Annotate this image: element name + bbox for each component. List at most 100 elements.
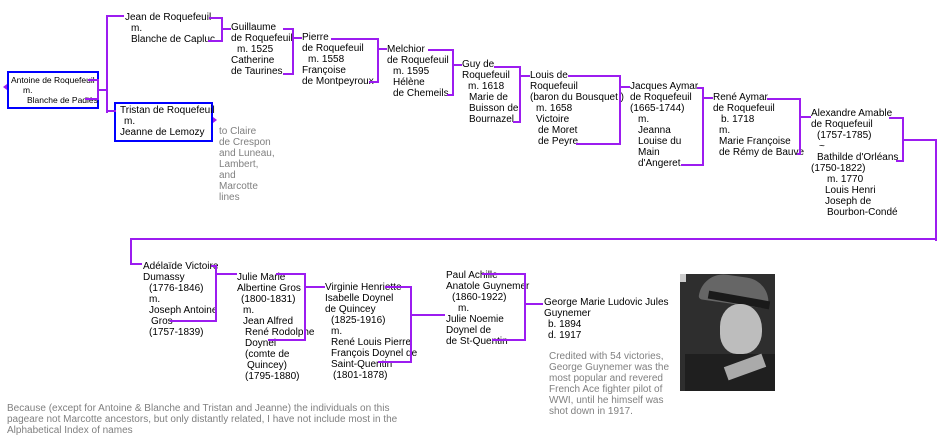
- connector-line: [106, 15, 124, 17]
- connector-line: [410, 286, 412, 363]
- connector-line: [276, 273, 306, 275]
- person-line: George Marie Ludovic Jules: [544, 297, 669, 308]
- person-line: Bourbon-Condé: [827, 207, 898, 218]
- connector-line: [452, 49, 454, 96]
- person-line: (1801-1878): [333, 370, 388, 381]
- person-line: m.: [331, 326, 343, 337]
- note-line: George Guynemer was the: [549, 362, 670, 373]
- person-line: Antoine de Roquefeuil: [11, 75, 95, 85]
- person-line: Anatole Guynemer: [446, 281, 530, 292]
- person-line: m.: [124, 116, 136, 127]
- note-line: Alphabetical Index of names: [7, 425, 133, 436]
- connector-line: [702, 97, 713, 99]
- connector-line: [576, 143, 621, 145]
- person-line: de Roquefeuil: [302, 43, 364, 54]
- person-line: Jean de Roquefeuil: [125, 12, 212, 23]
- left-arrow-icon[interactable]: [3, 84, 7, 90]
- person-line: de St-Quentin: [446, 336, 508, 347]
- connector-line: [896, 160, 904, 162]
- person-line: Isabelle Doynel: [325, 293, 394, 304]
- connector-line: [215, 265, 217, 322]
- note-line: and: [219, 170, 236, 181]
- connector-line: [97, 89, 108, 91]
- connector-line: [902, 139, 937, 141]
- person-line: m. 1595: [393, 66, 430, 77]
- person-line: ~: [819, 141, 825, 152]
- person-line: Roquefeuil: [530, 81, 578, 92]
- person-line: Dumassy: [143, 272, 185, 283]
- connector-line: [292, 37, 302, 39]
- person-line: Louise du: [638, 136, 682, 147]
- person-line: de Moret: [538, 125, 578, 136]
- connector-line: [568, 75, 621, 77]
- connector-line: [211, 265, 217, 267]
- connector-line: [88, 79, 99, 81]
- note-line: Lambert,: [219, 159, 259, 170]
- connector-line: [428, 49, 454, 51]
- person-line: Virginie Henriette: [325, 282, 402, 293]
- person-line: m.: [149, 294, 161, 305]
- connector-line: [209, 17, 223, 19]
- connector-line: [797, 153, 801, 155]
- connector-line: [283, 73, 294, 75]
- connector-line: [215, 273, 237, 275]
- person-line: Melchior: [387, 44, 425, 55]
- person-line: Joseph de: [825, 196, 872, 207]
- person-line: (1750-1822): [811, 163, 866, 174]
- tristan-box[interactable]: [114, 102, 213, 142]
- person-line: Julie Marie: [237, 272, 286, 283]
- person-line: (1776-1846): [149, 283, 204, 294]
- note-line: Marcotte: [219, 181, 258, 192]
- connector-line: [524, 273, 526, 341]
- right-arrow-icon[interactable]: [213, 117, 217, 123]
- connector-line: [452, 64, 462, 66]
- person-line: (comte de: [245, 349, 290, 360]
- connector-line: [697, 87, 704, 89]
- person-line: (1800-1831): [241, 294, 296, 305]
- person-line: de Peyre: [538, 136, 579, 147]
- person-line: Marie Françoise: [719, 136, 791, 147]
- person-line: de Chemeils: [393, 88, 449, 99]
- connector-line: [519, 75, 530, 77]
- connector-line: [619, 75, 621, 145]
- connector-line: [935, 139, 937, 241]
- person-line: Quincey): [247, 360, 288, 371]
- person-line: de Roquefeuil: [387, 55, 449, 66]
- person-line: Françoise: [302, 65, 346, 76]
- person-line: Jean Alfred: [243, 316, 294, 327]
- person-line: Julie Noemie: [446, 314, 504, 325]
- person-line: m. 1770: [827, 174, 864, 185]
- connector-line: [377, 38, 379, 83]
- person-line: m.: [131, 23, 143, 34]
- person-line: François Doynel de: [331, 348, 418, 359]
- person-line: Saint-Quentin: [331, 359, 393, 370]
- person-line: m. 1658: [536, 103, 573, 114]
- person-line: de Roquefeuil: [630, 92, 692, 103]
- person-line: de Roquefeuil: [713, 103, 775, 114]
- connector-line: [221, 28, 231, 30]
- connector-line: [767, 98, 801, 100]
- person-line: b. 1894: [548, 319, 582, 330]
- person-line: m. 1525: [237, 44, 274, 55]
- person-line: Catherine: [231, 55, 275, 66]
- person-line: d. 1917: [548, 330, 582, 341]
- guynemer-credit-note: Credited with 54 victories,George Guynem…: [549, 351, 669, 417]
- connector-line: [492, 339, 526, 341]
